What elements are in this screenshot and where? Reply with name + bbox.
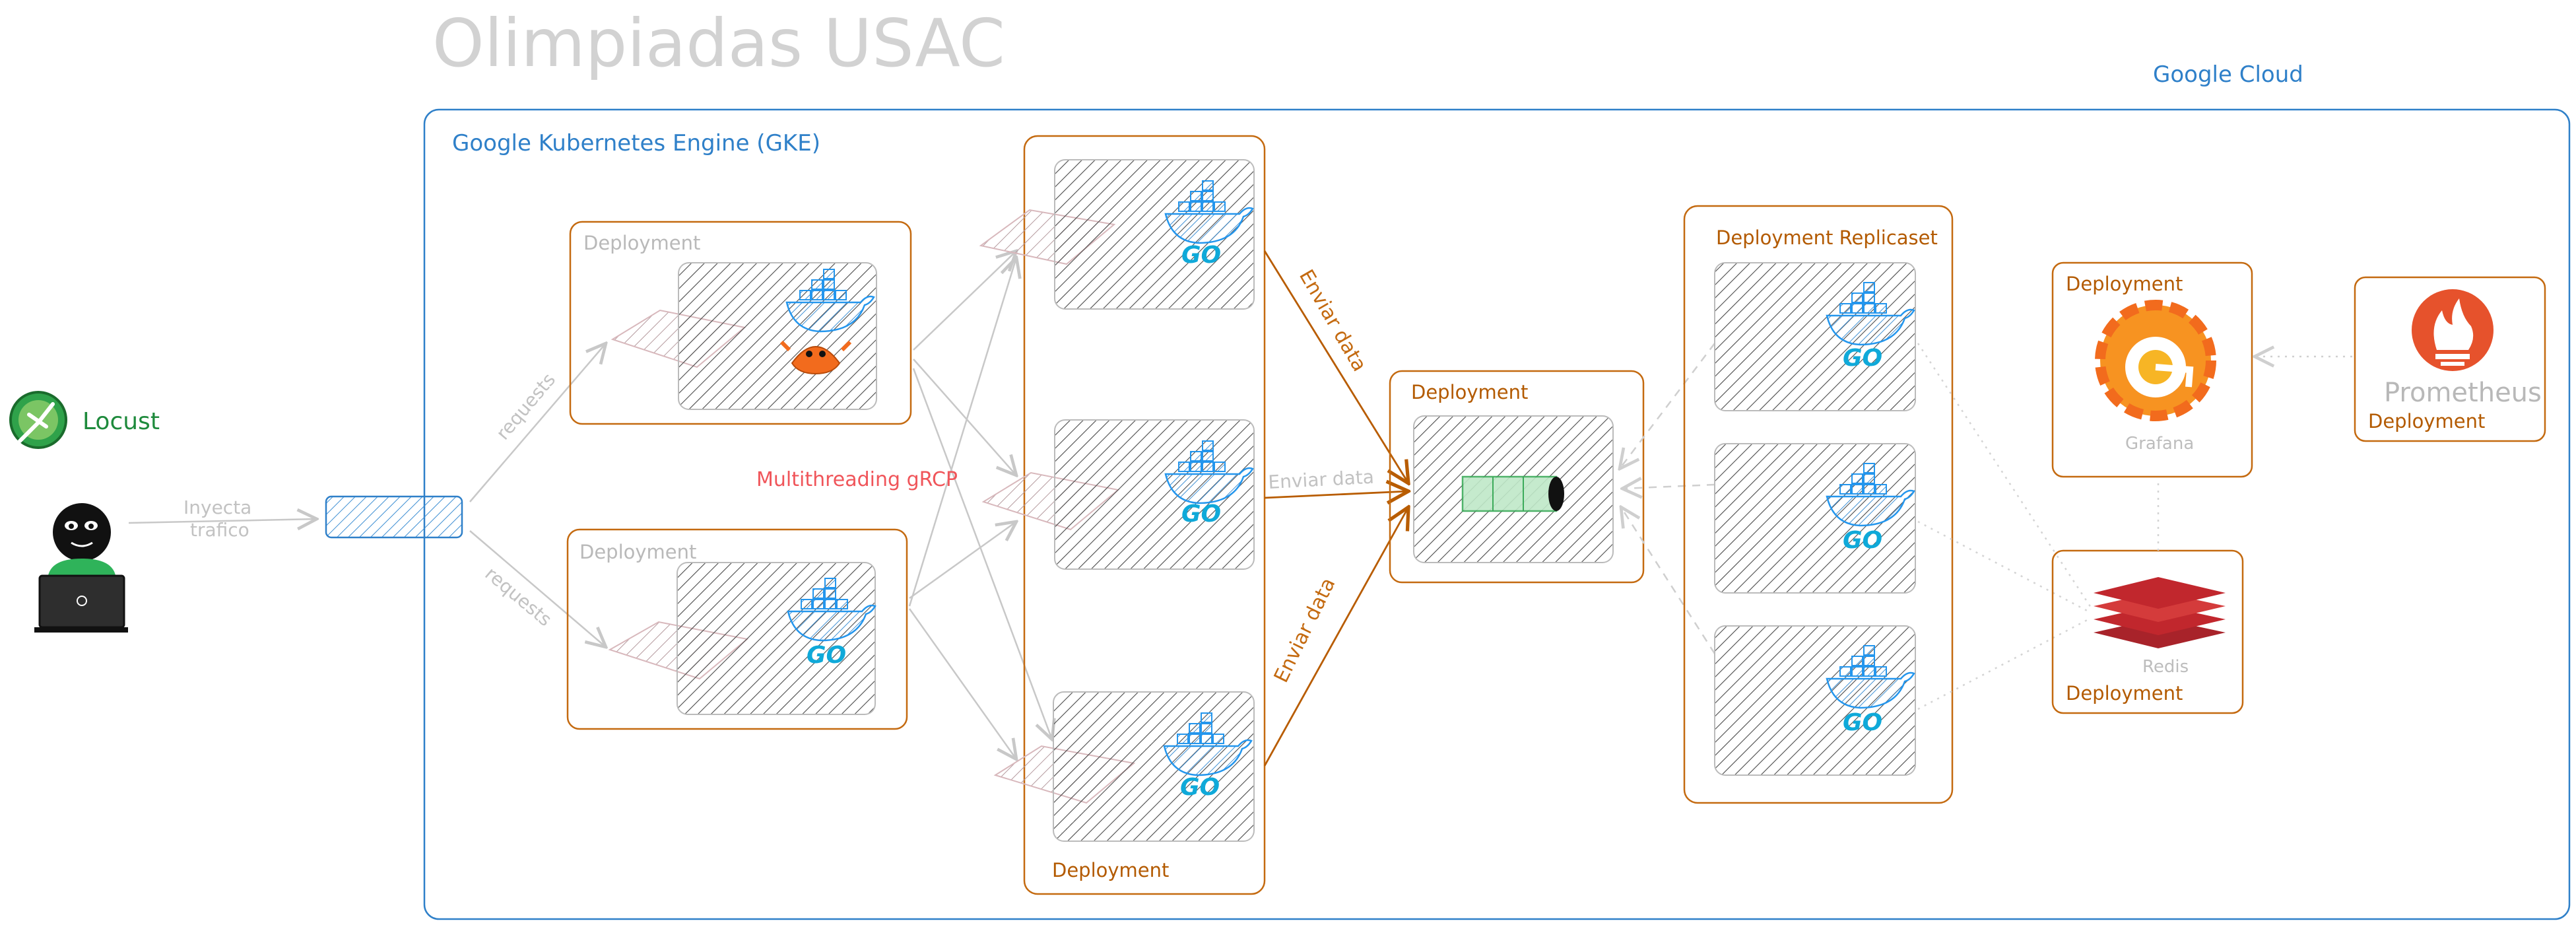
send-data-label-2: Enviar data: [1268, 466, 1375, 493]
go-logo-2: GO: [1181, 500, 1221, 528]
locust-label: Locust: [83, 408, 160, 435]
send-data-label-1: Enviar data: [1294, 266, 1371, 376]
user-laptop-icon: [34, 503, 128, 633]
inject-traffic-arrow: [128, 519, 317, 523]
deployment-redis: [2051, 549, 2244, 714]
go-api-logo: GO: [807, 642, 846, 669]
deployment-grafana-label: Deployment: [2066, 273, 2183, 295]
deployment-kafka-label: Deployment: [1411, 381, 1528, 403]
redis-stack-icon: [2094, 577, 2226, 648]
deployment-prometheus-label: Deployment: [2368, 410, 2485, 432]
deployment-rust-label: Deployment: [583, 232, 700, 254]
deployment-consumers-replicaset: [1683, 205, 1954, 804]
consumer-go-logo-3: GO: [1843, 709, 1882, 736]
deployment-consumers-label: Deployment Replicaset: [1716, 226, 1938, 249]
fanout-arrows: [908, 251, 1052, 759]
google-cloud-label: Google Cloud: [2153, 61, 2303, 88]
deployment-redis-label: Deployment: [2066, 682, 2183, 704]
deployment-kafka: [1389, 370, 1645, 584]
requests-arrow-bottom: [469, 530, 606, 647]
grafana-label: Grafana: [2125, 434, 2194, 454]
deployment-go-api: [566, 528, 908, 730]
consumer-go-logo-2: GO: [1843, 527, 1882, 554]
go-logo-1: GO: [1181, 242, 1221, 269]
multithreading-grpc-label: Multithreading gRCP: [756, 468, 958, 491]
kafka-tube-icon: [1461, 475, 1564, 512]
redis-write-lines: [1917, 343, 2092, 710]
gke-cluster-label: Google Kubernetes Engine (GKE): [452, 130, 820, 156]
requests-arrow-top: [469, 343, 606, 502]
requests-label-top: requests: [492, 369, 560, 444]
deployment-grafana: [2051, 261, 2253, 478]
send-data-arrows: [1263, 250, 1408, 767]
go-api-pod: [677, 562, 876, 715]
prometheus-flame-icon: [2412, 289, 2493, 371]
inject-traffic-label-2: trafico: [190, 519, 249, 541]
locust-logo-icon: [9, 391, 67, 449]
inject-traffic-label-1: Inyecta: [183, 497, 251, 518]
grafana-icon: [2095, 300, 2216, 421]
consumer-go-logo-1: GO: [1843, 345, 1882, 372]
deployment-grpc-label: Deployment: [1052, 859, 1169, 881]
consume-arrows: [1620, 343, 1716, 654]
go-logo-3: GO: [1180, 774, 1220, 801]
send-data-label-3: Enviar data: [1270, 574, 1340, 687]
rust-pod: [678, 262, 877, 410]
diagram-title: Olimpiadas USAC: [432, 5, 1005, 82]
redis-label: Redis: [2142, 657, 2189, 677]
rust-crab-icon: [779, 340, 852, 375]
deployment-rust-api: [569, 221, 912, 425]
deployment-prometheus: [2354, 276, 2546, 442]
ingress-load-balancer: [325, 495, 463, 539]
prometheus-label: Prometheus: [2384, 378, 2542, 408]
deployment-go-api-label: Deployment: [579, 541, 696, 563]
